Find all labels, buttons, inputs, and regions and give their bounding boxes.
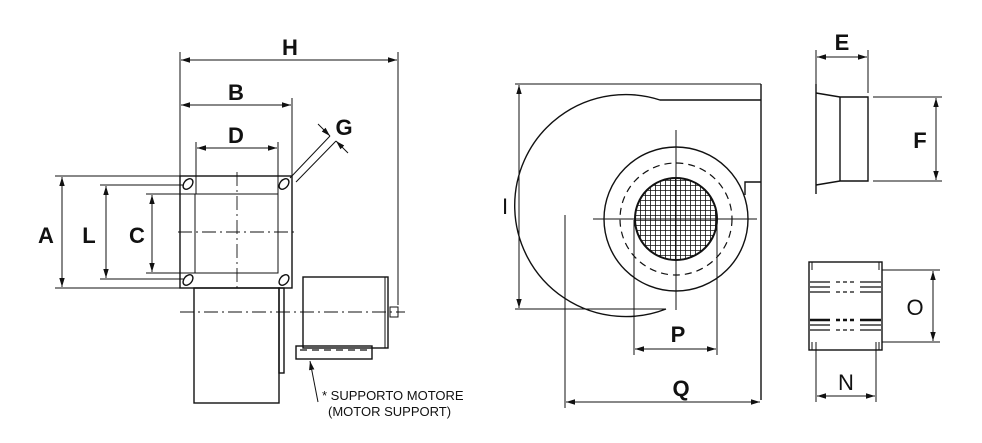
dim-label-B: B <box>228 80 244 105</box>
inlet-square <box>194 193 279 274</box>
dim-label-A: A <box>38 223 54 248</box>
dim-label-O: O <box>906 295 923 320</box>
front-view: I P Q <box>502 83 762 408</box>
dim-label-P: P <box>671 322 686 347</box>
dim-label-G: G <box>335 115 352 140</box>
dim-label-H: H <box>282 35 298 60</box>
motor-support <box>295 345 373 360</box>
outlet-front-view: O N <box>808 261 940 402</box>
dim-label-L: L <box>82 223 95 248</box>
scroll-housing <box>514 93 761 318</box>
outlet-view: E F <box>815 30 942 194</box>
dim-label-F: F <box>913 128 926 153</box>
motor-support-note-en: (MOTOR SUPPORT) <box>328 404 451 419</box>
dim-label-I: I <box>502 194 508 219</box>
dim-label-E: E <box>835 30 850 55</box>
motor-support-note: * SUPPORTO MOTORE <box>322 388 464 403</box>
dim-label-Q: Q <box>672 376 689 401</box>
mounting-holes <box>182 178 290 286</box>
dim-label-C: C <box>129 223 145 248</box>
outlet-flange <box>808 261 883 351</box>
dim-label-D: D <box>228 123 244 148</box>
blower-housing <box>193 287 280 404</box>
motor <box>302 276 389 349</box>
side-view: * SUPPORTO MOTORE (MOTOR SUPPORT) H B D … <box>38 35 464 419</box>
dim-label-N: N <box>838 370 854 395</box>
